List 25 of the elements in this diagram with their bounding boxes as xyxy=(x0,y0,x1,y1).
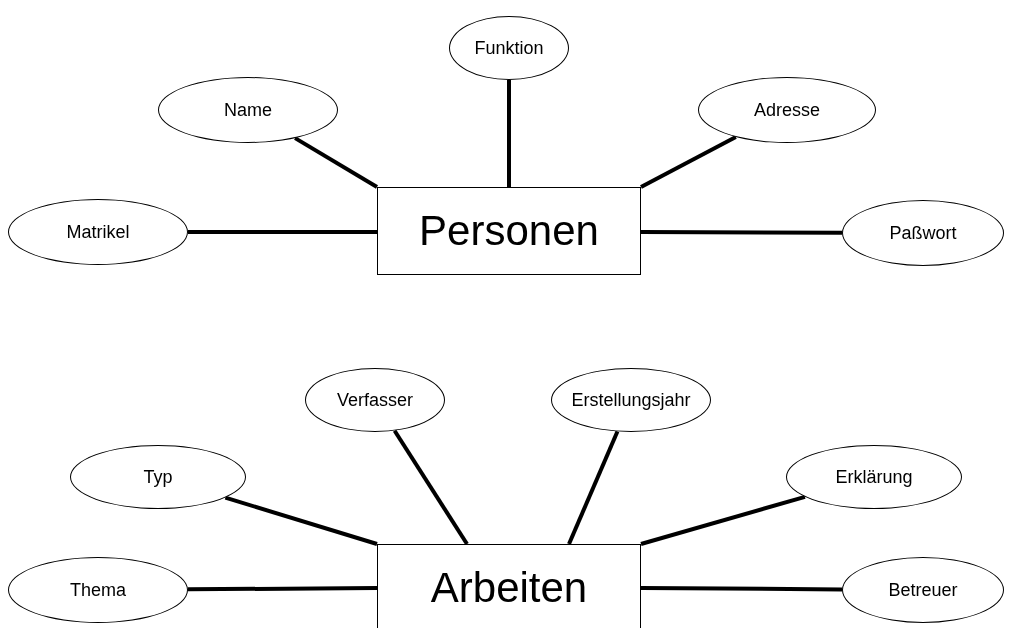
attribute-name: Typ xyxy=(143,466,173,488)
attribute-name: Erstellungsjahr xyxy=(571,389,691,411)
connector-line xyxy=(640,135,737,189)
entity-box xyxy=(377,187,641,275)
connector-line xyxy=(507,80,511,187)
attribute-name: Funktion xyxy=(474,37,544,59)
connector-line xyxy=(188,230,377,234)
connector-line xyxy=(640,494,806,546)
entity-name: Arbeiten xyxy=(430,564,588,612)
attribute-name: Adresse xyxy=(753,99,820,121)
connector-line xyxy=(224,495,378,546)
attribute-name: Thema xyxy=(70,579,126,601)
entity-box xyxy=(377,544,641,628)
connector-line xyxy=(294,136,379,189)
connector-line xyxy=(567,430,620,545)
attribute-name: Verfasser xyxy=(336,389,413,411)
connector-line xyxy=(641,230,842,235)
attribute-name: Erklärung xyxy=(835,466,913,488)
attribute-name: Matrikel xyxy=(66,221,130,243)
attribute-name: Paßwort xyxy=(889,222,957,244)
connector-line xyxy=(641,586,843,592)
connector-line xyxy=(187,586,377,592)
attribute-name: Name xyxy=(224,99,272,121)
attribute-name: Betreuer xyxy=(888,579,958,601)
entity-name: Personen xyxy=(419,207,599,255)
